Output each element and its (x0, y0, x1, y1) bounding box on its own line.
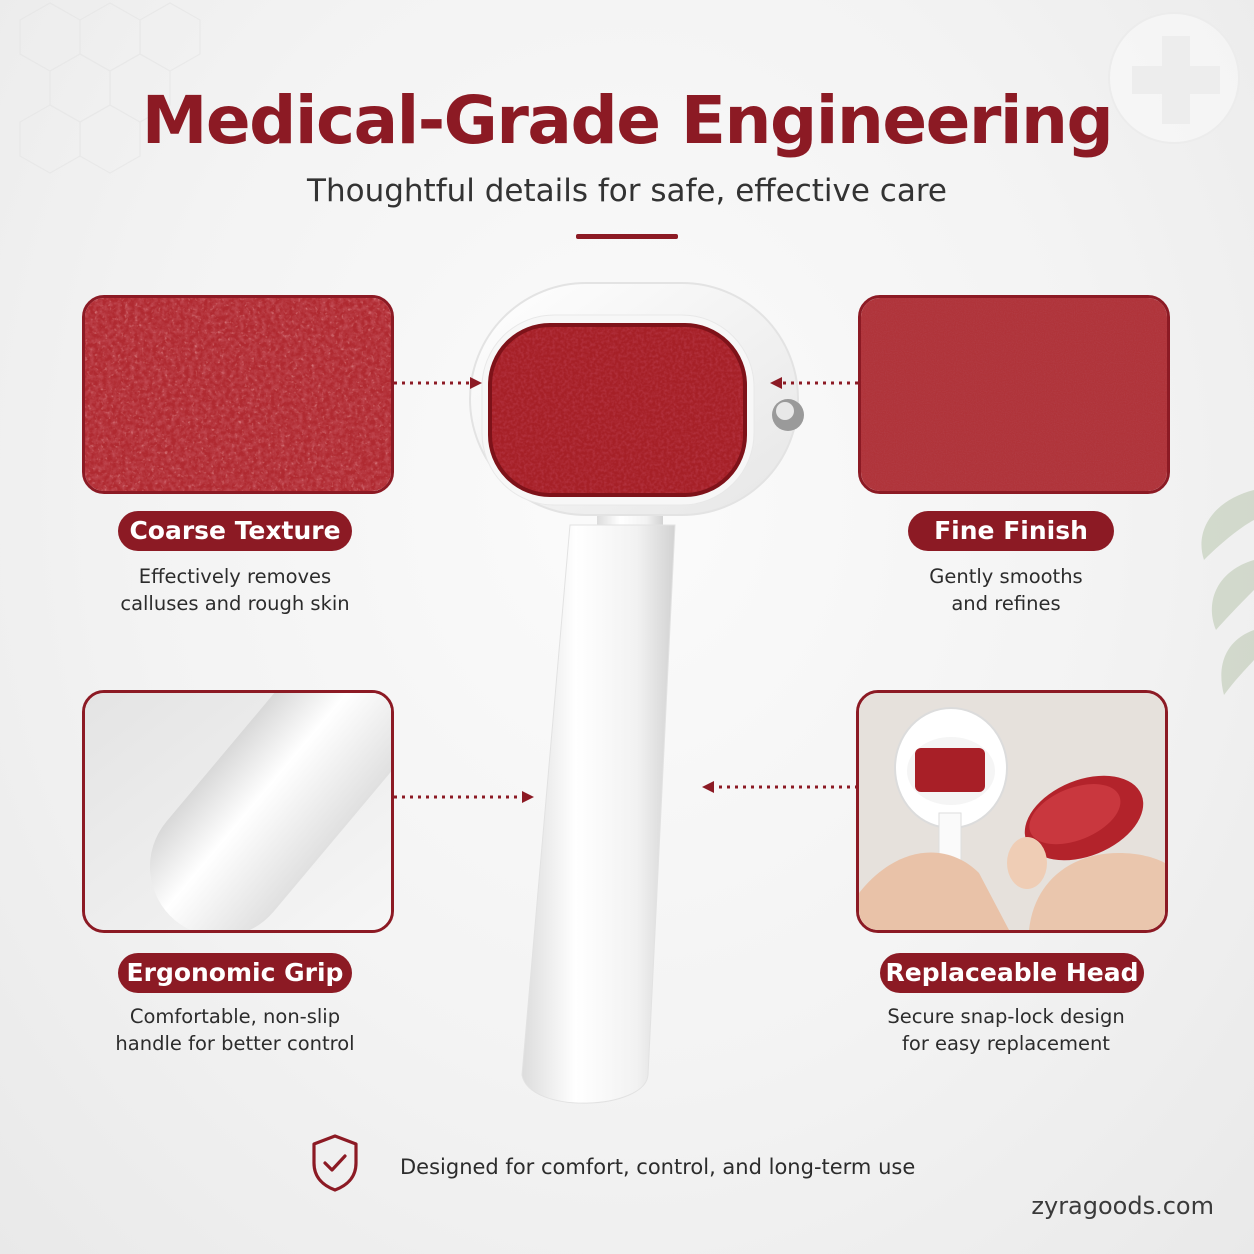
coarse-texture-label: Coarse Texture (118, 511, 352, 551)
plant-leaves-decoration (1201, 490, 1254, 695)
fine-finish-description-line: and refines (951, 592, 1061, 615)
page-title: Medical-Grade Engineering (141, 82, 1114, 159)
medical-cross-badge (1108, 12, 1240, 144)
replaceable-head-description-line: Secure snap-lock design (887, 1005, 1125, 1028)
coarse-texture-description-line: Effectively removes (138, 565, 332, 588)
medical-cross-icon (1132, 36, 1220, 124)
coarse-texture-description-line: calluses and rough skin (120, 592, 350, 615)
fine-finish-image (858, 295, 1170, 494)
fine-finish-description-line: Gently smooths (929, 565, 1083, 588)
ergonomic-grip-description: Comfortable, non-slip handle for better … (84, 1003, 386, 1057)
footer-tagline: Designed for comfort, control, and long-… (400, 1155, 916, 1179)
ergonomic-grip-label: Ergonomic Grip (118, 953, 352, 993)
replaceable-head-image (856, 690, 1168, 933)
replaceable-head-description-line: for easy replacement (902, 1032, 1110, 1055)
coarse-texture-image (82, 295, 394, 494)
website-url: zyragoods.com (1031, 1192, 1214, 1220)
hexagon-pattern-decoration (19, 2, 201, 174)
fine-finish-label: Fine Finish (908, 511, 1114, 551)
fine-finish-description: Gently smooths and refines (856, 563, 1156, 617)
ergonomic-grip-image (82, 690, 394, 933)
replaceable-head-description: Secure snap-lock design for easy replace… (856, 1003, 1156, 1057)
coarse-texture-description: Effectively removes calluses and rough s… (84, 563, 386, 617)
replaceable-head-label: Replaceable Head (880, 953, 1144, 993)
shield-check-icon (312, 1134, 358, 1192)
page-subtitle: Thoughtful details for safe, effective c… (307, 173, 947, 209)
ergonomic-grip-description-line: Comfortable, non-slip (129, 1005, 341, 1028)
title-divider (576, 234, 678, 239)
ergonomic-grip-description-line: handle for better control (115, 1032, 355, 1055)
foot-file-product-image (469, 282, 804, 1104)
